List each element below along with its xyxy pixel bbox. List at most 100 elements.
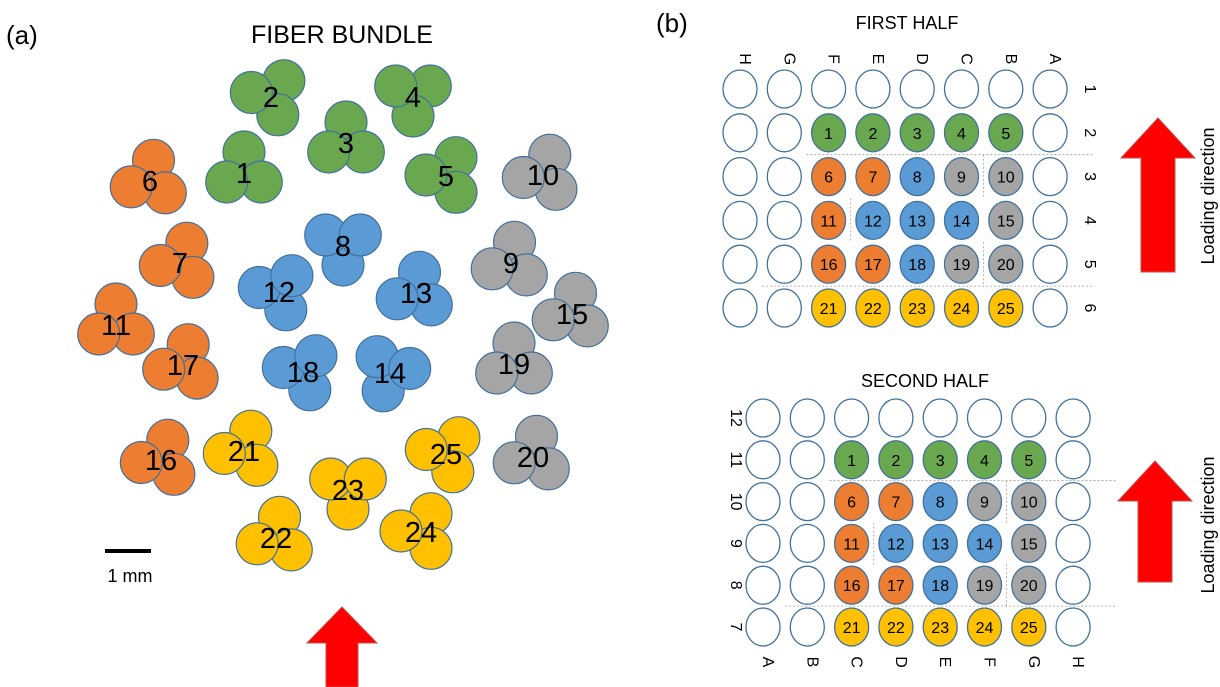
panel-a-title: FIBER BUNDLE [251, 21, 433, 49]
well [833, 523, 870, 564]
fiber-cluster: 21 [202, 409, 279, 487]
well [966, 523, 1003, 564]
plate-column-label: H [1069, 656, 1086, 668]
well [1011, 565, 1047, 605]
fiber-circle [202, 431, 246, 476]
fiber-cluster: 9 [470, 220, 548, 297]
fiber-cluster: 7 [138, 221, 215, 299]
well [745, 607, 781, 647]
fiber-cluster-number: 10 [527, 160, 559, 192]
well [833, 398, 870, 438]
well-number: 8 [913, 170, 922, 187]
fiber-cluster-number: 17 [167, 350, 199, 382]
fiber-cluster: 16 [119, 418, 196, 496]
fiber-circle [338, 213, 382, 257]
well-number: 1 [847, 453, 856, 470]
well [943, 113, 980, 153]
well [722, 113, 758, 153]
well [722, 200, 758, 241]
well [899, 200, 935, 241]
well [899, 288, 935, 328]
plate-row-label: 4 [1081, 216, 1098, 225]
well [833, 607, 870, 647]
well [966, 565, 1003, 605]
well [745, 523, 781, 564]
fiber-circle [374, 64, 418, 108]
well [810, 113, 847, 153]
well [722, 156, 758, 197]
well-number: 13 [908, 213, 926, 230]
well [1055, 523, 1091, 564]
fiber-cluster: 6 [109, 138, 187, 215]
fiber-cluster: 12 [237, 254, 314, 332]
well [855, 156, 891, 197]
fiber-cluster: 5 [404, 136, 478, 214]
well-number: 16 [843, 578, 861, 595]
well [988, 288, 1024, 328]
well-number: 23 [908, 301, 926, 318]
plate-row-label: 6 [1081, 304, 1098, 313]
well-number: 18 [908, 257, 926, 274]
well-number: 7 [868, 170, 877, 187]
well [789, 607, 825, 647]
well [988, 200, 1024, 241]
well [833, 481, 870, 522]
fiber-circle [343, 457, 387, 501]
well [810, 156, 847, 197]
fiber-cluster-number: 13 [400, 278, 432, 310]
well [922, 607, 958, 647]
fiber-circle [379, 509, 423, 553]
well-number: 5 [1024, 453, 1033, 470]
well-number: 15 [1020, 536, 1038, 553]
well-number: 8 [936, 495, 945, 512]
fiber-cluster-number: 1 [236, 158, 252, 190]
fiber-cluster-number: 22 [260, 523, 292, 555]
fiber-circle [375, 277, 419, 321]
well [789, 481, 825, 522]
fiber-cluster: 15 [531, 271, 609, 348]
well-number: 11 [843, 536, 860, 553]
well [878, 565, 914, 605]
well [1032, 69, 1068, 109]
well [1032, 288, 1068, 328]
fiber-cluster: 18 [261, 334, 338, 412]
well [1011, 607, 1047, 647]
fiber-cluster: 4 [374, 64, 452, 138]
loading-direction-label-first: Loading direction [1198, 127, 1218, 264]
well [943, 200, 980, 241]
fiber-circle [205, 160, 249, 204]
second-half-title: SECOND HALF [861, 371, 989, 391]
well-number: 12 [864, 213, 882, 230]
panel-a-tag: (a) [6, 20, 38, 50]
well [1032, 113, 1068, 153]
well [988, 244, 1024, 284]
first-half-title: FIRST HALF [856, 13, 959, 33]
fiber-circle [475, 351, 519, 395]
fiber-circle [404, 153, 448, 197]
well [789, 523, 825, 564]
well [810, 244, 847, 284]
fiber-cluster-number: 21 [228, 436, 260, 468]
well [943, 244, 980, 284]
well [810, 288, 847, 328]
well-number: 13 [931, 536, 949, 553]
well [899, 244, 935, 284]
well [810, 200, 847, 241]
well [855, 200, 891, 241]
well-number: 19 [953, 257, 971, 274]
fiber-cluster-number: 19 [498, 349, 530, 381]
plate-column-label: D [913, 53, 930, 65]
fiber-circle [531, 298, 575, 342]
well [966, 440, 1003, 480]
fiber-cluster: 3 [307, 100, 385, 174]
well [922, 523, 958, 564]
well [943, 69, 980, 109]
fiber-cluster: 20 [492, 414, 570, 491]
well-number: 4 [980, 453, 989, 470]
well [1011, 440, 1047, 480]
fiber-circle [388, 346, 432, 391]
plate-column-label: E [869, 54, 886, 65]
well [766, 288, 802, 328]
